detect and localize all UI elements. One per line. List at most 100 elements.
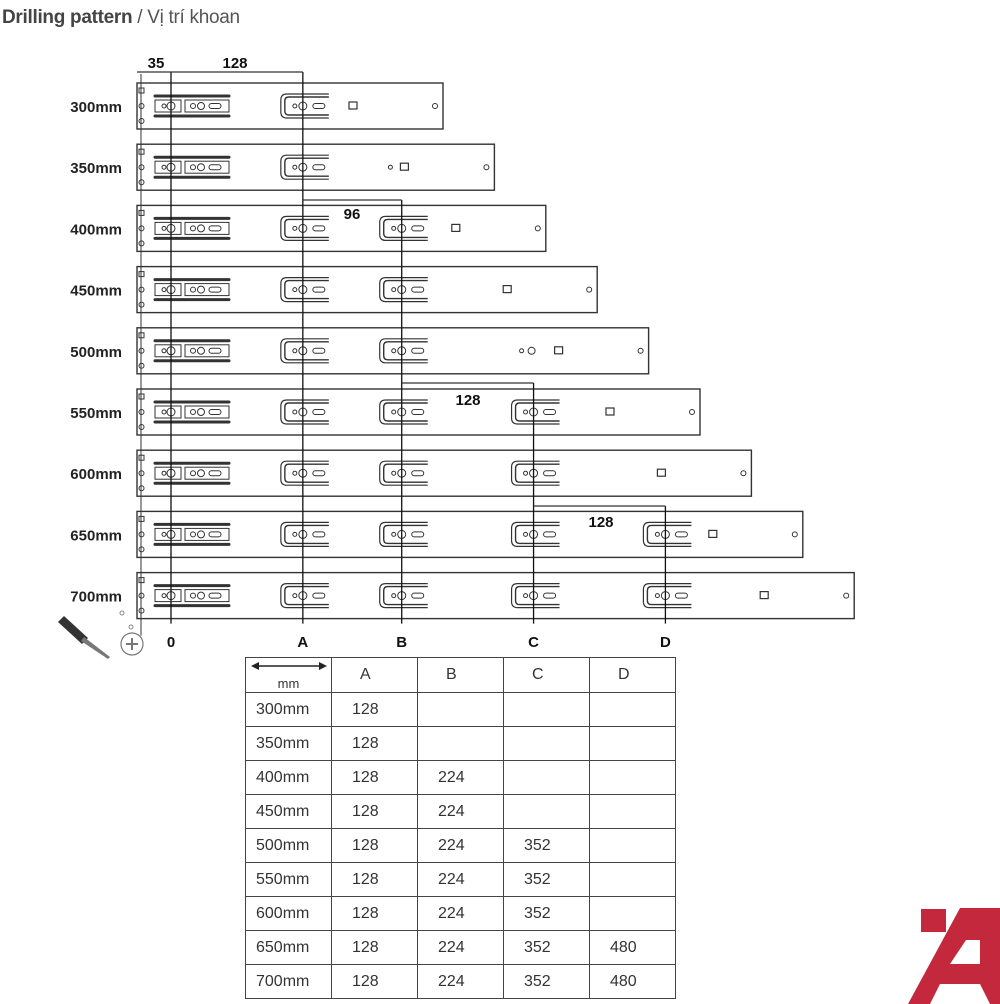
screwdriver-icon [58,616,110,659]
rear-bracket [510,399,560,425]
cell-value [589,828,676,863]
rear-bracket [379,521,428,547]
mount-hole [161,225,167,231]
cell-value: 352 [503,930,590,965]
slot-hole [312,409,326,415]
row-size: 550mm [245,862,332,897]
slot-hole [208,409,222,415]
mount-hole [190,592,196,599]
end-hole [432,103,438,109]
cell-value: 352 [503,862,590,897]
rail-300mm: 300mm [70,82,444,130]
brand-logo [908,908,1000,1004]
dimension-label: 96 [344,206,361,223]
mount-hole [197,530,205,539]
cell-value [589,726,676,761]
page-title: Drilling pattern / Vị trí khoan [2,7,240,29]
cell-value: 224 [417,964,504,999]
rear-bracket [280,93,329,119]
mount-hole [161,531,167,537]
rail-label: 400mm [70,221,122,238]
rail-outline [136,327,650,375]
bracket-slot [154,527,182,541]
front-bracket [153,216,231,240]
small-hole [519,348,525,354]
square-hole [553,346,564,355]
square-hole [502,285,512,294]
cell-value [589,794,676,829]
slot-hole [543,531,557,538]
dimension-label: 35 [148,55,165,72]
rear-bracket-inner [646,524,692,545]
mount-hole [197,346,205,355]
rear-bracket [280,399,329,425]
rail-outline [136,510,804,559]
bracket-slot [184,405,230,419]
rear-bracket-inner [514,524,560,545]
cell-value [503,692,590,727]
cell-value: 128 [331,794,418,829]
rear-bracket [642,521,692,547]
row-size: 400mm [245,760,332,795]
rear-bracket [280,154,329,180]
mount-hole [292,531,298,537]
unit-label: mm [277,676,300,691]
mount-hole [190,103,196,109]
rear-bracket-inner [383,402,428,422]
cell-value: 480 [589,964,676,999]
rail-label: 700mm [70,589,122,606]
rear-bracket-inner [284,524,329,545]
mount-hole [197,163,205,172]
rail-outline [136,204,547,253]
mount-hole [391,348,397,354]
rear-bracket [280,583,329,609]
cell-value [589,760,676,795]
column-header-b: B [417,657,504,693]
mount-hole [523,409,529,415]
rear-bracket-inner [284,402,329,422]
mount-hole [190,347,196,354]
slot-hole [411,347,425,354]
rear-bracket [510,460,560,486]
cell-value [417,726,504,761]
rail-350mm: 350mm [70,143,496,191]
cell-value [503,760,590,795]
bracket-slot [184,527,230,541]
rail-450mm: 450mm [70,265,598,314]
slot-hole [411,592,425,599]
screwdriver-handle [58,616,88,644]
slot-hole [543,592,557,599]
mount-hole [391,287,397,293]
mount-hole [654,531,660,537]
square-hole [656,468,667,477]
slot-hole [312,592,326,599]
end-hole [483,164,490,171]
mount-hole [190,164,196,171]
mount-hole [197,591,205,600]
rear-bracket-inner [646,585,692,606]
screwdriver-shaft [81,637,110,659]
rear-bracket-inner [383,341,428,361]
bracket-slot [154,160,182,174]
screw-head [120,632,144,656]
rear-bracket-inner [284,218,329,239]
end-hole [586,286,593,293]
square-hole [708,529,718,539]
rail-outline [136,143,496,191]
rear-bracket-inner [284,463,329,483]
slot-hole [312,347,326,354]
mount-hole [197,469,205,478]
mount-hole [523,470,529,476]
rear-bracket-inner [383,279,428,300]
rear-bracket-inner [514,585,560,606]
mount-hole [292,348,298,354]
cell-value: 128 [331,726,418,761]
mount-hole [190,409,196,415]
position-label-A: A [297,634,308,651]
front-bracket [153,584,231,608]
slot-hole [208,225,222,232]
